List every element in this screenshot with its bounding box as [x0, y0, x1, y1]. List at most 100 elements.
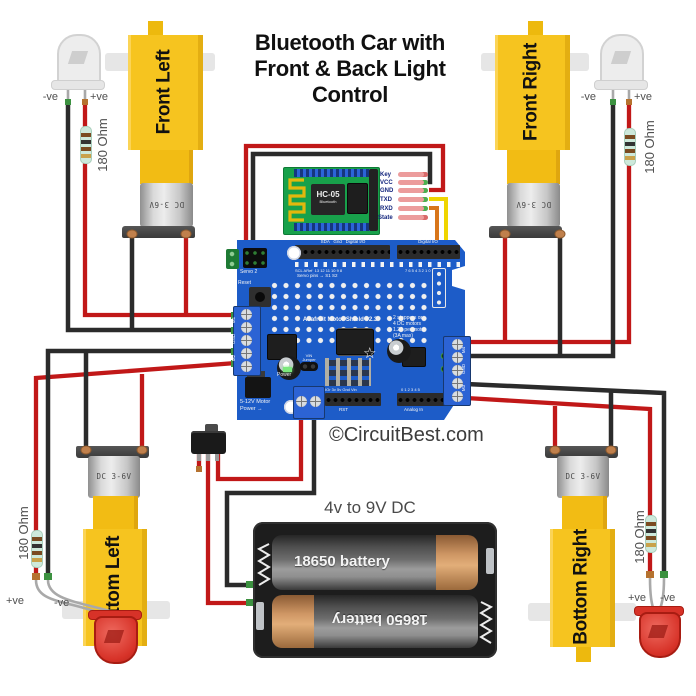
motor-neck	[93, 496, 138, 529]
led-die	[67, 51, 89, 64]
led-die	[610, 51, 632, 64]
led-pos-label: +ve	[634, 91, 653, 103]
servo-pins-label: Servo pins → S1 S2	[297, 273, 338, 278]
bt-pin-stub	[398, 188, 428, 193]
motor-shield: SDA Gnd Digital I/O Digital I/O SCL ARef…	[226, 239, 471, 420]
mounting-hole	[287, 246, 301, 260]
bt-pin-stub	[398, 180, 428, 185]
bt-pin-stub	[398, 215, 428, 220]
resistor-label: 180 Ohm	[632, 510, 647, 564]
m2-label: M2	[231, 354, 236, 362]
motor-can	[88, 456, 140, 498]
battery-positive-cap	[436, 535, 478, 590]
led-neg-label: -ve	[42, 91, 58, 103]
digital-row2: 7 6 5 4 3 2 1 0	[405, 268, 431, 273]
resistor-label: 180 Ohm	[16, 506, 31, 560]
motor-gearbox	[128, 35, 203, 150]
spring-icon	[479, 601, 494, 644]
vin-label-2: Jumper	[302, 357, 316, 362]
led-die	[103, 630, 125, 643]
star-icon: ☆	[363, 345, 377, 362]
screw-terminal-aux	[226, 249, 239, 269]
motor-can	[557, 456, 609, 498]
black-wires	[45, 104, 667, 588]
switch-knob	[205, 424, 218, 434]
vin-jumper	[300, 362, 318, 371]
driver-chip-center	[337, 330, 373, 354]
shield-spec-1: 2 steppers or	[393, 315, 423, 321]
power-led	[283, 367, 292, 372]
bt-pin-stub	[398, 197, 428, 202]
digital-header-2	[397, 245, 460, 259]
motor-neck	[140, 150, 193, 184]
bt-pin-label: State	[378, 215, 393, 221]
battery-voltage-label: 4v to 9V DC	[324, 498, 416, 517]
power-terminal	[293, 386, 325, 419]
analog-header	[397, 393, 447, 406]
battery-contact	[486, 548, 494, 574]
servo2-label: Servo 2	[240, 269, 258, 275]
bt-pin-stub	[398, 206, 428, 211]
bt-pin-stub	[398, 172, 428, 177]
battery-springs	[256, 543, 494, 644]
shield-spec-3: 1.2A per motor	[393, 327, 426, 333]
motor-endcap	[76, 446, 149, 458]
bt-pin-label: RXD	[380, 206, 393, 212]
battery-cell-top: 18650 battery	[272, 535, 478, 590]
vin-label-1: VIN	[305, 353, 313, 358]
voltage-regulator	[245, 377, 271, 398]
bt-chip: HC-05 Bluetooth	[311, 184, 345, 215]
m4-label: M4	[461, 346, 466, 354]
m1-label: M1	[231, 316, 236, 324]
resistor-label: 180 Ohm	[642, 120, 657, 174]
motor-can	[507, 183, 560, 227]
servo-header	[243, 248, 267, 268]
motor-terminal-lugs	[80, 229, 617, 455]
reset-label: Reset	[238, 280, 252, 286]
driver-chip-left	[268, 335, 296, 359]
led-neg-label: -ve	[54, 597, 70, 609]
shield-spec-4: (3A max)	[393, 333, 414, 339]
reset-button	[249, 287, 271, 307]
battery-positive-cap	[272, 595, 314, 648]
terminal-block-right	[443, 336, 471, 406]
resistor	[31, 530, 43, 568]
motor-neck	[562, 496, 607, 529]
pwm-header	[432, 268, 446, 308]
power-led-label: Power	[277, 372, 292, 378]
bt-pin-label: VCC	[380, 180, 393, 186]
title-line: Control	[311, 82, 389, 107]
rst-label: RST	[339, 407, 348, 412]
digital-header-1	[295, 245, 390, 259]
motor-endcap	[545, 446, 618, 458]
watermark: ©CircuitBest.com	[329, 424, 484, 446]
battery-cell-bottom: 18650 battery	[272, 595, 478, 648]
power-row-label: IOr 3v 5v Gnd Vin	[325, 387, 357, 392]
switch-body	[191, 431, 226, 454]
led-flange	[594, 80, 648, 90]
motor-can-label: DC 3-6V	[96, 472, 132, 481]
gnd-left-label: GND	[231, 334, 236, 344]
motor-power-label-2: Power →	[240, 406, 263, 412]
bt-pin-strip	[369, 169, 378, 231]
led-pos-label: +ve	[90, 91, 109, 103]
screw-icon	[241, 348, 252, 359]
header2-label: Digital I/O	[418, 239, 438, 244]
digital-row1: SCL ARef 13 12 11 10 9 8	[295, 268, 343, 273]
screw-icon	[241, 361, 252, 372]
gnd-right-label: GND	[461, 364, 466, 374]
screw-icon	[241, 335, 252, 346]
analog-row-label: 0 1 2 3 4 5	[401, 387, 420, 392]
bt-header-top	[294, 169, 370, 177]
motor-gearbox	[495, 35, 570, 150]
bt-pin-label: GND	[380, 188, 394, 194]
screw-icon	[241, 322, 252, 333]
bt-chip-title: HC-05	[316, 190, 340, 199]
led-neg-label: -ve	[660, 592, 676, 604]
motor-axle	[528, 21, 543, 36]
terminal-block-left	[233, 306, 261, 376]
motor-axle	[148, 21, 163, 36]
switch-pin	[215, 454, 219, 461]
screw-icon	[241, 309, 252, 320]
